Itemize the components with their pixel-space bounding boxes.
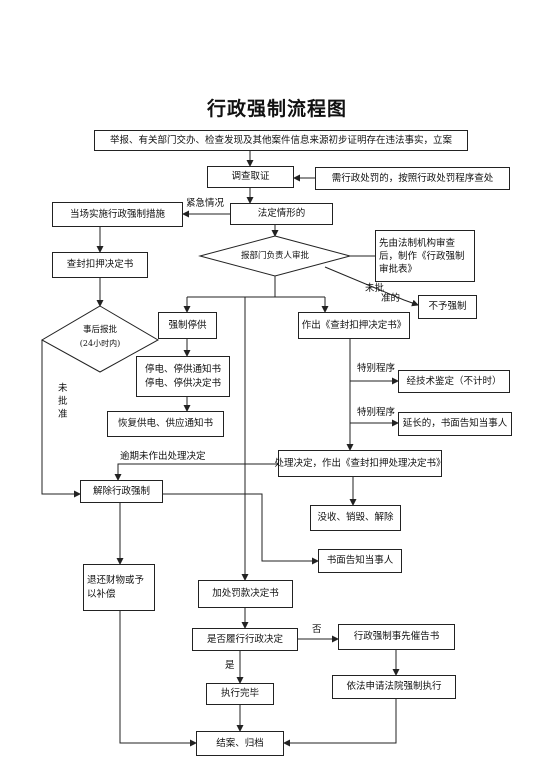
add-fine-box: 加处罚款决定书 — [198, 580, 293, 608]
not-approved-left-3: 准 — [58, 409, 68, 420]
stop-notice-line-1: 停电、停供通知书 — [144, 363, 221, 375]
release-box: 解除行政强制 — [80, 480, 163, 503]
stop-supply-box: 强制停供 — [158, 312, 217, 339]
seal-book-box: 作出《查封扣押决定书》 — [298, 312, 410, 339]
not-approved-top-2: 准的 — [381, 293, 401, 304]
special-procedure-label-1: 特别程序 — [357, 363, 396, 374]
statutory-box: 法定情形的 — [230, 203, 333, 225]
process-decision-box: 处理决定，作出《查封扣押处理决定书》 — [275, 450, 446, 477]
perform-question-box: 是否履行行政决定 — [192, 628, 298, 651]
return-property-box: 退还财物或予以补偿 — [83, 564, 155, 611]
not-approved-top-1: 未批 — [365, 283, 385, 294]
written-notice-box: 书面告知当事人 — [318, 549, 402, 573]
reminder-box: 行政强制事先催告书 — [338, 624, 455, 650]
post-approval-text-2: (24小时内) — [79, 339, 121, 348]
overdue-label: 逾期未作出处理决定 — [120, 451, 206, 462]
no-enforce-box: 不予强制 — [418, 295, 477, 319]
restore-supply-box: 恢复供电、供应通知书 — [107, 411, 224, 437]
approval-diamond — [198, 235, 352, 277]
seal-decision-box: 查封扣押决定书 — [52, 252, 148, 278]
confiscate-box: 没收、销毁、解除 — [310, 505, 401, 531]
tech-appraisal-box: 经技术鉴定（不计时） — [398, 370, 510, 393]
stop-notice-line-2: 停电、停供决定书 — [144, 377, 221, 389]
special-procedure-label-2: 特别程序 — [357, 407, 396, 418]
report-box: 举报、有关部门交办、检查发现及其他案件信息来源初步证明存在违法事实，立案 — [94, 130, 468, 151]
not-approved-left-2: 批 — [58, 396, 68, 407]
done-box: 执行完毕 — [206, 683, 274, 705]
yes-label: 是 — [225, 660, 235, 671]
no-label: 否 — [312, 624, 322, 635]
close-case-box: 结案、归档 — [196, 731, 284, 756]
legal-review-box: 先由法制机构审查后，制作《行政强制审批表》 — [375, 230, 475, 282]
extend-notice-box: 延长的，书面告知当事人 — [398, 412, 512, 436]
emergency-label: 紧急情况 — [186, 198, 225, 209]
post-approval-text-1: 事后报批 — [82, 325, 117, 335]
post-approval-diamond — [40, 305, 160, 373]
page-title: 行政强制流程图 — [206, 98, 347, 120]
stop-notice-box: 停电、停供通知书 停电、停供决定书 — [136, 356, 230, 397]
penalty-note-box: 需行政处罚的，按照行政处罚程序查处 — [315, 167, 510, 190]
investigate-box: 调查取证 — [207, 166, 294, 188]
approval-text: 报部门负责人审批 — [240, 251, 309, 261]
on-site-box: 当场实施行政强制措施 — [52, 202, 183, 227]
not-approved-left-1: 未 — [58, 383, 68, 394]
court-box: 依法申请法院强制执行 — [332, 675, 456, 699]
